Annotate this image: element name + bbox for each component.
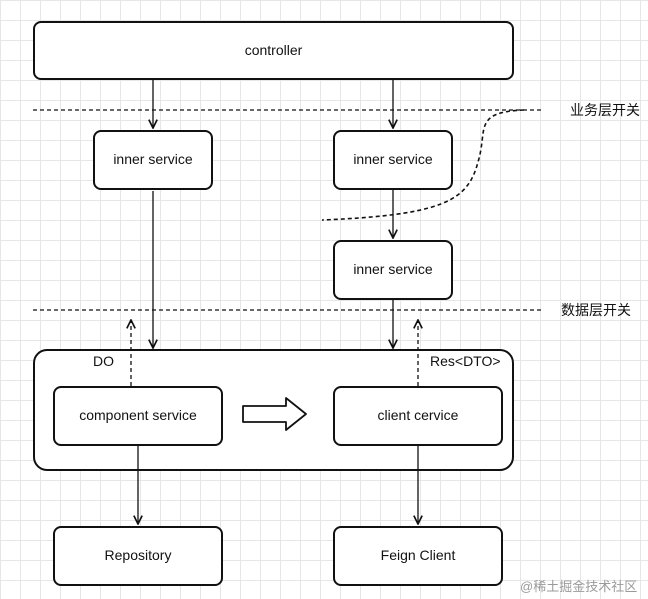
watermark: @稀土掘金技术社区 xyxy=(520,579,638,594)
do-label: DO xyxy=(93,353,114,369)
data-layer-switch-label: 数据层开关 xyxy=(561,302,631,318)
repository-node: Repository xyxy=(53,526,223,586)
inner-service-left-label: inner service xyxy=(113,151,193,168)
controller-node: controller xyxy=(33,21,514,80)
inner-service-right-top-node: inner service xyxy=(333,130,453,190)
inner-service-left-node: inner service xyxy=(93,130,213,190)
business-layer-switch-label: 业务层开关 xyxy=(570,102,640,118)
component-service-node: component service xyxy=(53,386,223,446)
inner-service-right-bottom-node: inner service xyxy=(333,240,453,300)
client-service-label: client cervice xyxy=(377,407,459,424)
inner-service-right-top-label: inner service xyxy=(353,151,433,168)
res-dto-label: Res<DTO> xyxy=(430,353,501,369)
component-service-label: component service xyxy=(79,407,197,424)
controller-label: controller xyxy=(244,41,303,58)
repository-label: Repository xyxy=(104,547,172,564)
feign-client-label: Feign Client xyxy=(380,547,456,564)
feign-client-node: Feign Client xyxy=(333,526,503,586)
client-service-node: client cervice xyxy=(333,386,503,446)
inner-service-right-bottom-label: inner service xyxy=(353,261,433,278)
